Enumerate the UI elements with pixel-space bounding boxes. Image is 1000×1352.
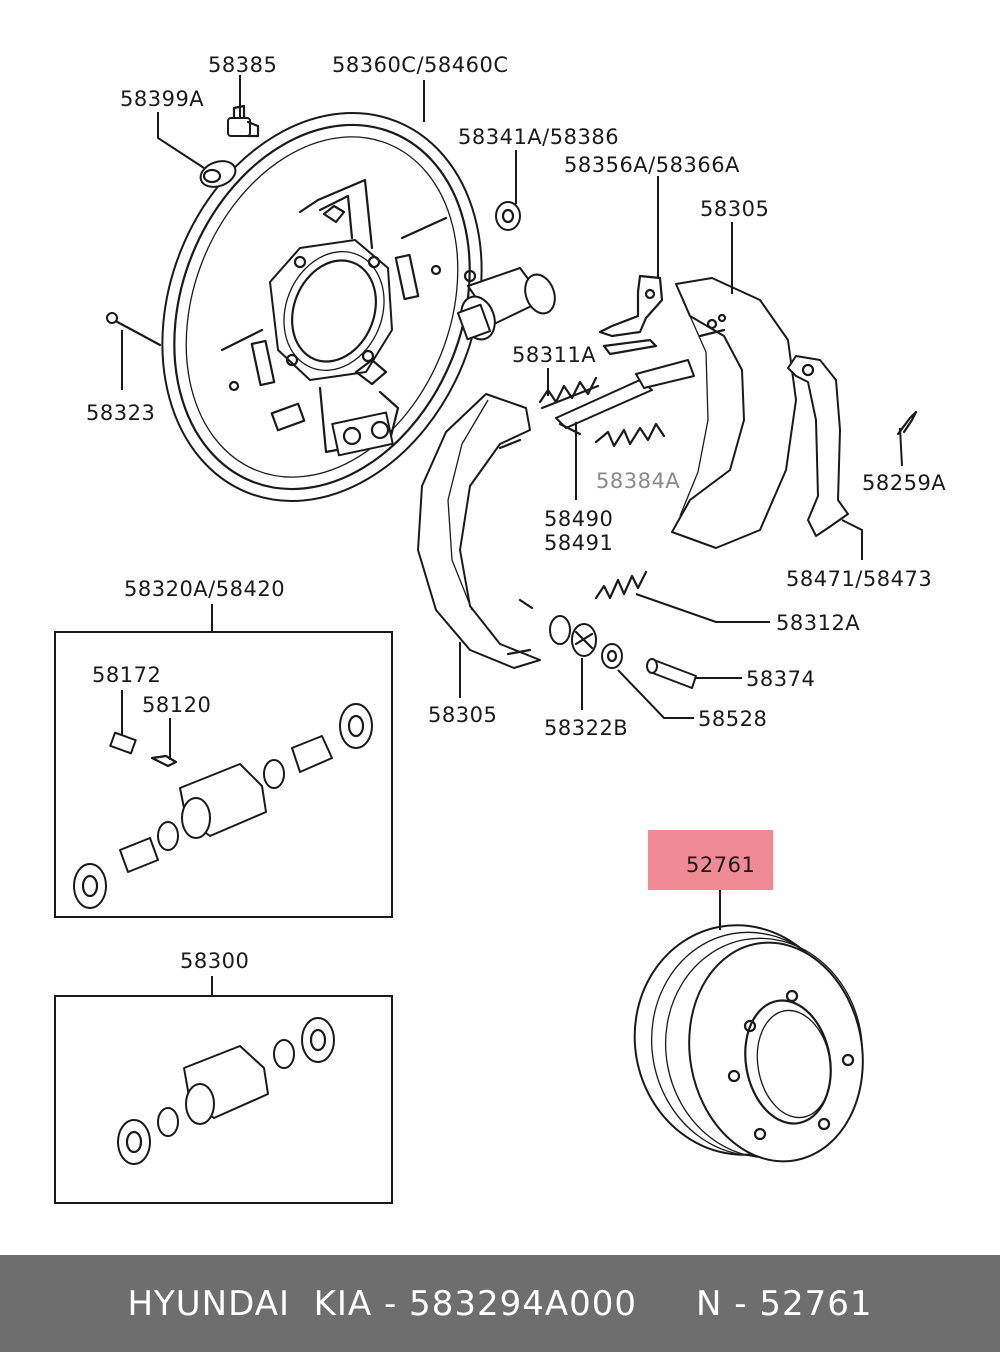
label-58356a: 58356A/58366A (564, 153, 740, 177)
bleeder-58341a (495, 201, 521, 231)
clip-58259a (896, 410, 918, 436)
parking-lever (787, 355, 849, 537)
cylinder-assembly-box (54, 995, 393, 1204)
highlight-box (648, 830, 773, 890)
label-58322b: 58322B (544, 716, 628, 740)
spring-58312a (594, 570, 648, 600)
label-58305-bottom: 58305 (428, 703, 497, 727)
wheel-cylinder-top (456, 267, 556, 341)
pin-58323 (106, 312, 162, 347)
label-58300: 58300 (180, 949, 249, 973)
cylinder-kit-box (54, 631, 393, 918)
label-58491: 58491 (544, 531, 613, 555)
leader-lines (121, 75, 903, 996)
adjuster-58490 (555, 359, 695, 436)
brake-shoe-right (671, 277, 797, 549)
label-58323: 58323 (86, 401, 155, 425)
footer-bar: HYUNDAI KIA - 583294A000 N - 52761 (0, 1255, 1000, 1352)
brake-assembly-diagram: 58385 58360C/58460C 58399A 58341A/58386 … (54, 53, 946, 1204)
spring-58384a (594, 422, 666, 448)
washer-58528 (601, 643, 623, 669)
brake-shoe-left (417, 393, 541, 669)
label-58172: 58172 (92, 663, 161, 687)
label-58305-top: 58305 (700, 197, 769, 221)
label-58385: 58385 (208, 53, 277, 77)
label-58341a: 58341A/58386 (458, 125, 619, 149)
label-58259a: 58259A (862, 471, 946, 495)
label-58120: 58120 (142, 693, 211, 717)
label-58360c: 58360C/58460C (332, 53, 509, 77)
label-58374: 58374 (746, 667, 815, 691)
label-58320a: 58320A/58420 (124, 577, 285, 601)
plug-58399a (199, 160, 237, 188)
label-58490: 58490 (544, 507, 613, 531)
label-58528: 58528 (698, 707, 767, 731)
strut-bar (602, 338, 658, 356)
bolt-58385 (227, 104, 260, 138)
label-52761: 52761 (686, 853, 755, 877)
label-58384a: 58384A (596, 469, 680, 493)
backing-plate (161, 112, 483, 502)
label-58312a: 58312A (776, 611, 860, 635)
footer-part-numbers: HYUNDAI KIA - 583294A000 N - 52761 (127, 1283, 873, 1324)
label-58399a: 58399A (120, 87, 204, 111)
spring-58311a (538, 376, 600, 410)
brake-drum (633, 924, 864, 1163)
adjuster-lever (598, 274, 664, 338)
label-58311a: 58311A (512, 343, 596, 367)
cap-58322b (549, 615, 597, 657)
pin-58374 (646, 658, 697, 689)
part-labels: 58385 58360C/58460C 58399A 58341A/58386 … (86, 53, 946, 973)
label-58471: 58471/58473 (786, 567, 932, 591)
